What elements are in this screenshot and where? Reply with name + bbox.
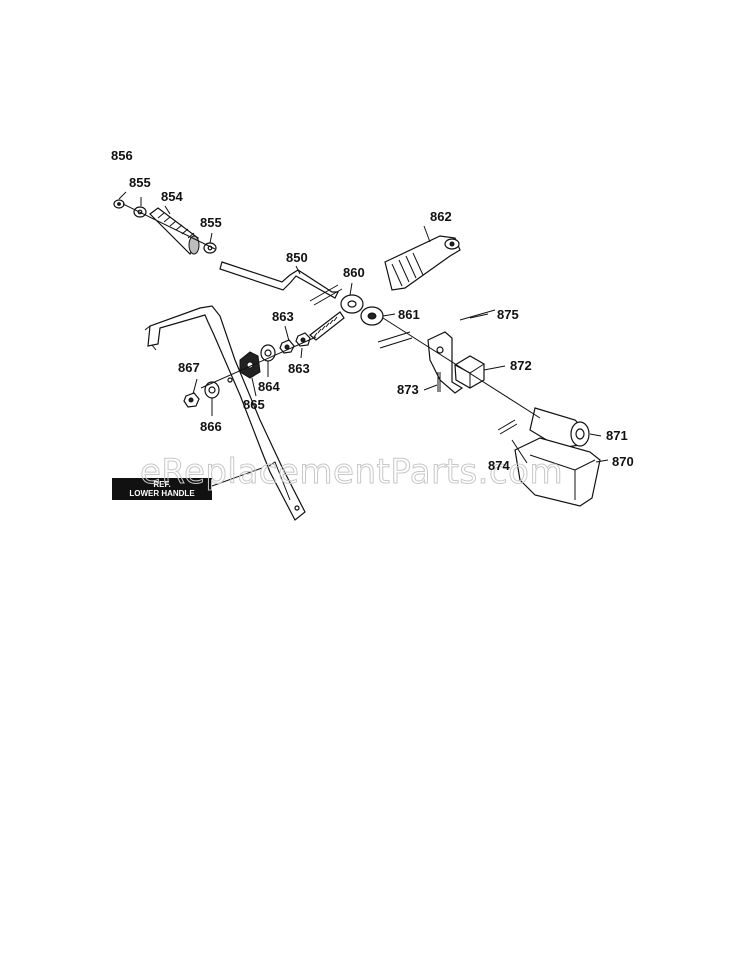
label-871: 871: [606, 428, 628, 443]
label-863-upper: 863: [272, 309, 294, 324]
label-854: 854: [161, 189, 183, 204]
label-866: 866: [200, 419, 222, 434]
ref-line1: REF.: [153, 480, 170, 489]
leader-lines: [118, 191, 609, 464]
label-875: 875: [497, 307, 519, 322]
hardware-866-867: [183, 381, 220, 408]
hardware-863-865: [239, 332, 311, 379]
switch-assembly: [497, 407, 601, 507]
watermark-text: eReplacementParts.com: [140, 452, 563, 492]
handle-grip: [384, 235, 461, 291]
label-864: 864: [258, 379, 280, 394]
label-862: 862: [430, 209, 452, 224]
bracket-assembly: [427, 309, 496, 394]
lower-handle: [144, 305, 306, 521]
label-873: 873: [397, 382, 419, 397]
shift-rod: [219, 261, 343, 306]
label-874: 874: [488, 458, 510, 473]
label-861: 861: [398, 307, 420, 322]
part-labels: 856 855 854 855 850 862 860 861 863 863 …: [111, 148, 634, 473]
label-860: 860: [343, 265, 365, 280]
ref-line2: LOWER HANDLE: [129, 489, 195, 498]
label-855-upper: 855: [129, 175, 151, 190]
eye-bolt: [309, 294, 364, 341]
label-863-lower: 863: [288, 361, 310, 376]
label-870: 870: [612, 454, 634, 469]
label-856: 856: [111, 148, 133, 163]
reference-box: REF. LOWER HANDLE: [112, 467, 263, 500]
label-855-lower: 855: [200, 215, 222, 230]
label-872: 872: [510, 358, 532, 373]
washer-861: [360, 306, 384, 326]
label-867: 867: [178, 360, 200, 375]
label-865: 865: [243, 397, 265, 412]
label-850: 850: [286, 250, 308, 265]
